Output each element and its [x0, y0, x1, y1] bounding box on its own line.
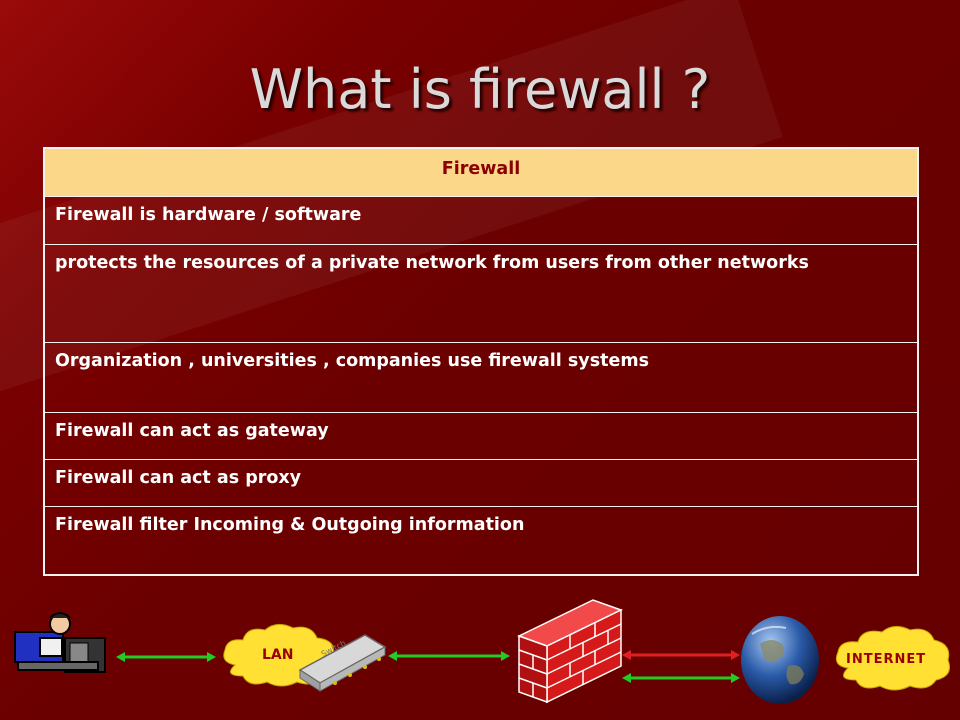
lan-label: LAN: [262, 647, 294, 663]
table-row: protects the resources of a private netw…: [45, 244, 917, 342]
connection-arrow-red: [622, 650, 740, 660]
connection-arrow: [116, 652, 216, 662]
brick-firewall-icon: [517, 599, 623, 704]
table-header: Firewall: [45, 149, 917, 196]
table-row: Firewall filter Incoming & Outgoing info…: [45, 506, 917, 574]
internet-cloud-icon: [835, 626, 950, 691]
table-row: Firewall can act as proxy: [45, 459, 917, 506]
table-row: Organization , universities , companies …: [45, 342, 917, 412]
slide-title: What is firewall ?: [249, 58, 711, 121]
connection-arrow: [622, 673, 740, 683]
table-row: Firewall can act as gateway: [45, 412, 917, 459]
computer-user-icon: [14, 612, 106, 673]
table-row: Firewall is hardware / software: [45, 196, 917, 244]
internet-label: INTERNET: [846, 652, 927, 667]
network-switch-icon: Switch: [298, 634, 387, 692]
network-diagram: LAN Switch: [0, 590, 960, 720]
firewall-table: Firewall Firewall is hardware / software…: [43, 147, 919, 576]
connection-arrow: [388, 651, 510, 661]
globe-icon: [741, 616, 819, 704]
